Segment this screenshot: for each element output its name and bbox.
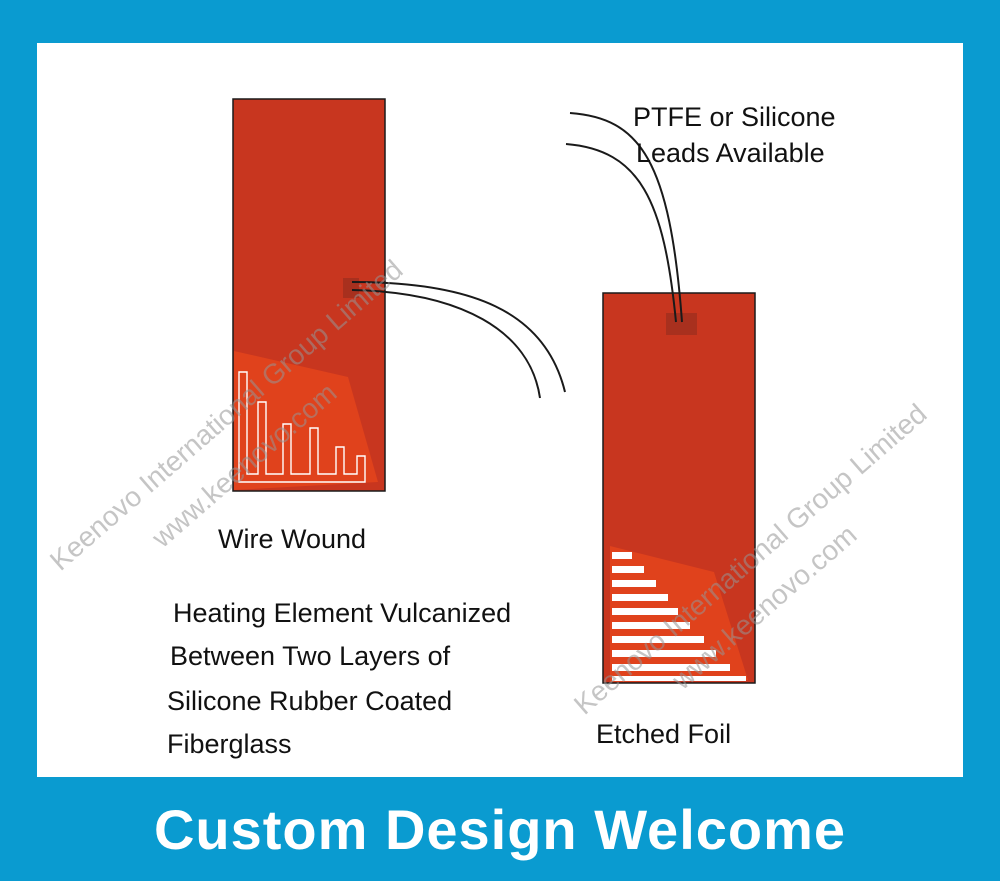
leads-label-line1: PTFE or Silicone [633,102,836,132]
description-line1: Heating Element Vulcanized [173,598,512,628]
etched-foil-label: Etched Foil [596,719,732,749]
lead-wires [351,112,683,399]
etched-foil-heater [602,292,756,684]
lead-pad [666,313,697,335]
wire-wound-heater [232,98,386,492]
leads-label-line2: Leads Available [636,138,825,168]
wire-wound-label: Wire Wound [218,524,367,554]
description-line4: Fiberglass [167,729,292,759]
wire-wound-element [238,371,366,483]
etched-foil-element [612,552,746,681]
diagram-panel [37,43,963,777]
description-line2: Between Two Layers of [170,641,451,671]
description-line3: Silicone Rubber Coated [167,686,453,716]
banner-title: Custom Design Welcome [153,798,847,861]
